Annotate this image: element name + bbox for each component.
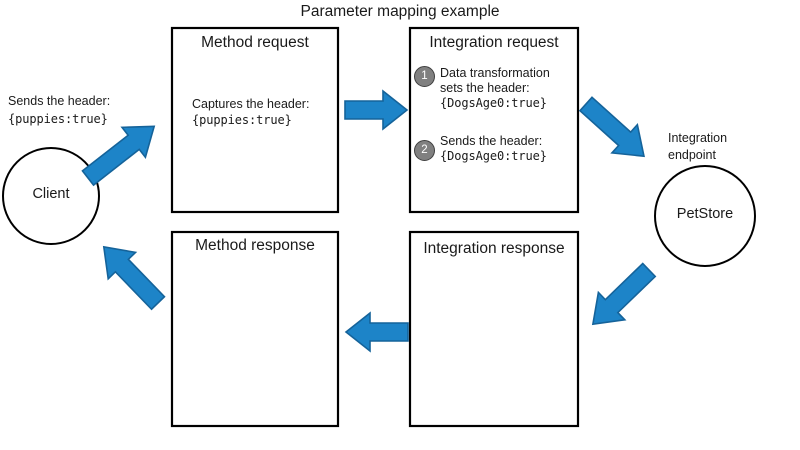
petstore-label: PetStore [676, 206, 734, 222]
arrow-integration-request-to-endpoint [578, 96, 645, 158]
step-1-badge: 1 [414, 66, 435, 87]
step-1-code: {DogsAge0:true} [440, 96, 547, 110]
method-response-title: Method response [195, 237, 315, 254]
arrow-method-response-to-client [102, 245, 166, 311]
arrow-method-request-to-integration-request [344, 89, 409, 131]
client-caption-line: Sends the header: [8, 94, 111, 108]
method-request-box[interactable] [170, 26, 340, 214]
step-1-line-1: Data transformation [440, 66, 550, 80]
client-circle[interactable] [2, 147, 100, 245]
method-response-box[interactable] [170, 230, 340, 428]
petstore-circle[interactable] [654, 165, 756, 267]
method-request-body-code: {puppies:true} [192, 113, 292, 127]
step-2-badge: 2 [414, 140, 435, 161]
client-label: Client [32, 186, 70, 202]
step-2-line-1: Sends the header: [440, 134, 543, 148]
method-request-title: Method request [201, 34, 309, 51]
arrow-integration-response-to-method-response [344, 311, 409, 353]
integration-request-box[interactable] [408, 26, 580, 214]
integration-endpoint-caption-line-2: endpoint [668, 148, 716, 162]
arrow-client-to-method-request [81, 125, 156, 187]
integration-response-box[interactable] [408, 230, 580, 428]
diagram-title: Parameter mapping example [300, 3, 500, 20]
method-request-body-line: Captures the header: [192, 97, 310, 111]
integration-endpoint-caption-line-1: Integration [668, 131, 728, 145]
integration-response-title: Integration response [423, 240, 565, 257]
step-2-code: {DogsAge0:true} [440, 149, 547, 163]
client-caption-code: {puppies:true} [8, 112, 108, 126]
integration-request-title: Integration request [429, 34, 559, 51]
arrow-endpoint-to-integration-response [591, 262, 657, 326]
step-1-line-2: sets the header: [440, 81, 530, 95]
